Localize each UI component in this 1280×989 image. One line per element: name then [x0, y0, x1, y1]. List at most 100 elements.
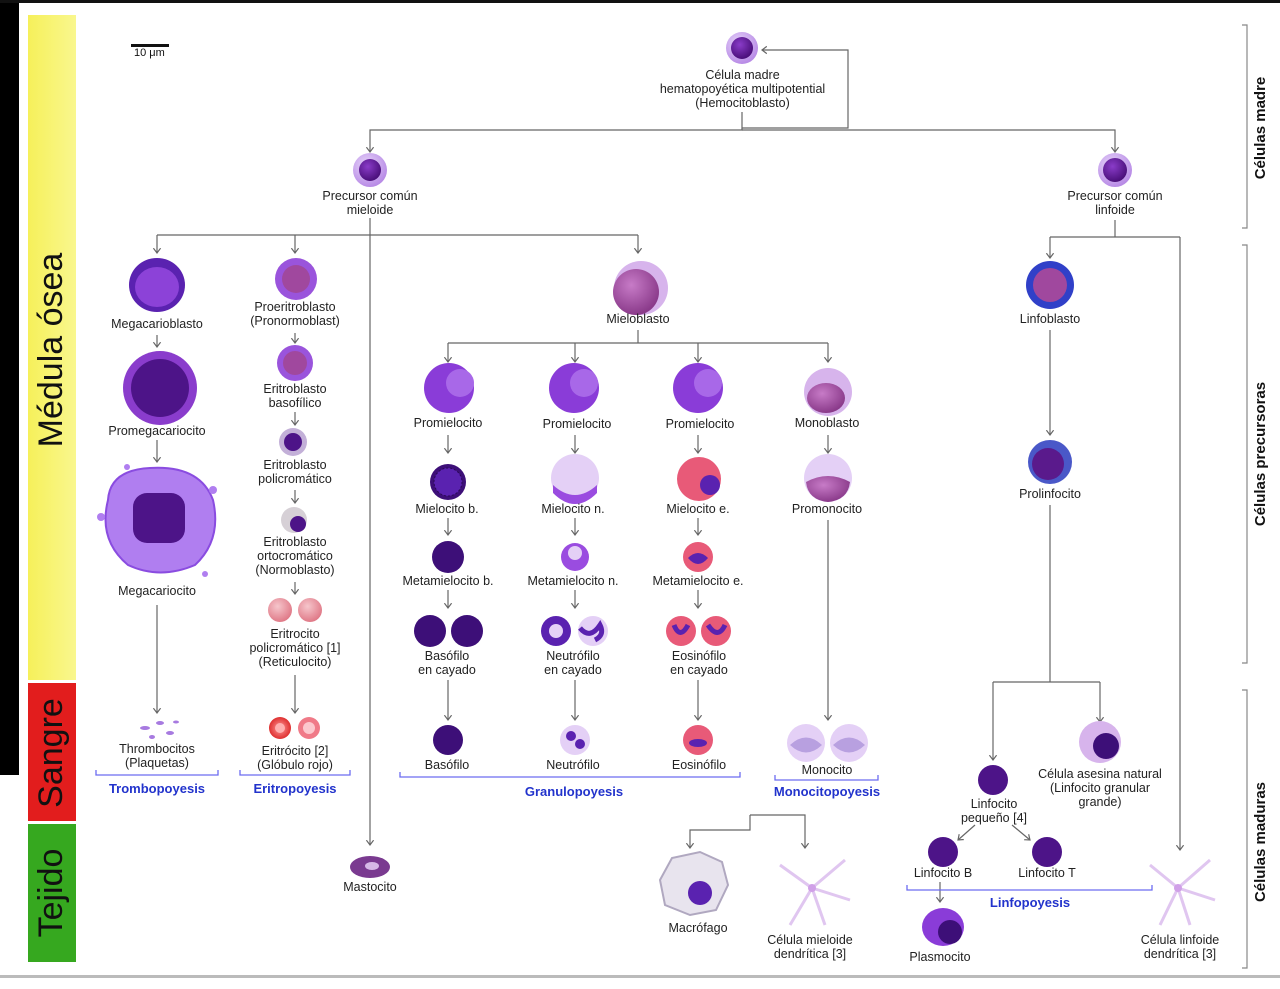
cell-mielocito-e	[677, 457, 721, 501]
cell-monoblasto	[804, 368, 852, 416]
cell-precursor-mieloide	[353, 153, 387, 187]
cell-metamielocito-e	[683, 542, 713, 572]
cell-promielocito-b	[424, 363, 474, 413]
cell-prolinfocito	[1028, 440, 1072, 484]
label-megacariocito: Megacariocito	[118, 584, 196, 598]
cell-proeritroblasto	[275, 258, 317, 300]
cell-eosinofilo-cayado	[666, 616, 731, 646]
cell-macrofago	[658, 850, 730, 917]
label-plasmocito: Plasmocito	[909, 950, 971, 964]
label-macrofago: Macrófago	[668, 921, 728, 935]
label-eritroblasto-ortocromatico: Eritroblasto ortocromático (Normoblasto)	[255, 535, 335, 577]
cell-linfocito-pequeno	[978, 765, 1008, 795]
cell-linfocito-b	[928, 837, 958, 867]
label-linfocito-t: Linfocito T	[1018, 866, 1076, 880]
cell-eritrocito	[269, 717, 320, 739]
cell-eosinofilo	[683, 725, 713, 755]
label-metamielocito-n: Metamielocito n.	[527, 574, 619, 588]
label-eritrocito-policromatico: Eritrocito policromático [1] (Reticuloci…	[249, 627, 341, 669]
cell-asesina-natural	[1079, 721, 1121, 763]
cell-mielocito-n	[551, 454, 599, 504]
cell-basofilo	[433, 725, 463, 755]
label-promegacariocito: Promegacariocito	[108, 424, 206, 438]
label-precursor-linfoide: Precursor común linfoide	[1067, 189, 1163, 217]
label-eosinofilo-cayado: Eosinófilo en cayado	[670, 649, 728, 677]
label-metamielocito-e: Metamielocito e.	[652, 574, 744, 588]
label-eosinofilo: Eosinófilo	[671, 758, 727, 772]
cell-promielocito-n	[549, 363, 599, 413]
label-monocito: Monocito	[801, 763, 853, 777]
label-monoblasto: Monoblasto	[794, 416, 860, 430]
process-linfopoyesis: Linfopoyesis	[989, 895, 1071, 910]
label-basofilo-cayado: Basófilo en cayado	[418, 649, 476, 677]
left-frame-bar	[0, 0, 19, 775]
cell-eritroblasto-basofilico	[277, 345, 313, 381]
label-proeritroblasto: Proeritroblasto (Pronormoblast)	[250, 300, 340, 328]
process-trombopoyesis: Trombopoyesis	[108, 781, 206, 796]
label-dendritica-mieloide: Célula mieloide dendrítica [3]	[767, 933, 853, 961]
label-promonocito: Promonocito	[791, 502, 863, 516]
cell-megacariocito	[97, 464, 217, 577]
cell-eritrocito-policromatico	[268, 598, 322, 622]
label-linfocito-pequeno: Linfocito pequeño [4]	[960, 797, 1028, 825]
cell-hemocitoblasto	[726, 32, 758, 64]
cell-neutrofilo-cayado	[541, 616, 608, 646]
band-medula-osea	[28, 15, 76, 680]
top-frame-line	[0, 0, 1280, 3]
process-granulopoyesis: Granulopoyesis	[524, 784, 624, 799]
label-precursor-mieloide: Precursor común mieloide	[322, 189, 418, 217]
cell-dendritica-mieloide	[779, 858, 851, 926]
label-trombocitos: Thrombocitos (Plaquetas)	[119, 742, 195, 770]
label-mielocito-e: Mielocito e.	[666, 502, 730, 516]
label-metamielocito-b: Metamielocito b.	[402, 574, 494, 588]
cell-eritroblasto-ortocromatico	[281, 507, 307, 533]
band-sangre	[28, 683, 76, 821]
cell-metamielocito-n	[561, 543, 589, 571]
cell-precursor-linfoide	[1098, 153, 1132, 187]
cell-promonocito	[804, 454, 852, 502]
connector-lines	[157, 50, 1180, 902]
cell-linfoblasto	[1026, 261, 1074, 309]
label-mastocito: Mastocito	[343, 880, 397, 894]
label-prolinfocito: Prolinfocito	[1019, 487, 1081, 501]
cell-metamielocito-b	[432, 541, 464, 573]
cell-basofilo-cayado	[414, 615, 483, 647]
cell-dendritica-linfoide	[1149, 858, 1216, 926]
label-asesina-natural: Célula asesina natural (Linfocito granul…	[1038, 767, 1162, 809]
cell-promegacariocito	[123, 351, 197, 425]
cell-mieloblasto	[613, 261, 668, 315]
label-neutrofilo-cayado: Neutrófilo en cayado	[544, 649, 602, 677]
scale-bar-label: 10 μm	[134, 47, 165, 59]
process-monocitopoyesis: Monocitopoyesis	[773, 784, 881, 799]
label-mieloblasto: Mieloblasto	[606, 312, 670, 326]
label-basofilo: Basófilo	[424, 758, 470, 772]
cell-monocito	[787, 724, 868, 762]
cell-plasmocito	[922, 908, 964, 946]
cell-neutrofilo	[560, 725, 590, 755]
process-brackets	[95, 770, 1153, 891]
cell-megacarioblasto	[129, 258, 185, 312]
label-hemocitoblasto: Célula madre hematopoyética multipotenti…	[659, 68, 826, 110]
bottom-frame-line	[0, 975, 1280, 978]
label-promielocito-b: Promielocito	[413, 416, 483, 430]
label-mielocito-n: Mielocito n.	[541, 502, 605, 516]
cell-linfocito-t	[1032, 837, 1062, 867]
label-eritrocito: Eritrócito [2] (Glóbulo rojo)	[257, 744, 333, 772]
side-brackets	[1242, 24, 1248, 969]
label-promielocito-e: Promielocito	[665, 417, 735, 431]
label-promielocito-n: Promielocito	[542, 417, 612, 431]
process-eritropoyesis: Eritropoyesis	[253, 781, 337, 796]
label-linfoblasto: Linfoblasto	[1019, 312, 1081, 326]
cell-promielocito-e	[673, 363, 723, 413]
cell-mielocito-b	[430, 464, 466, 500]
label-megacarioblasto: Megacarioblasto	[111, 317, 203, 331]
label-mielocito-b: Mielocito b.	[415, 502, 479, 516]
scale-bar-line	[131, 44, 169, 47]
band-tejido	[28, 824, 76, 962]
label-linfocito-b: Linfocito B	[913, 866, 973, 880]
cell-trombocitos	[140, 720, 179, 739]
cell-eritroblasto-policromatico	[279, 428, 307, 456]
cell-mastocito	[350, 856, 390, 878]
